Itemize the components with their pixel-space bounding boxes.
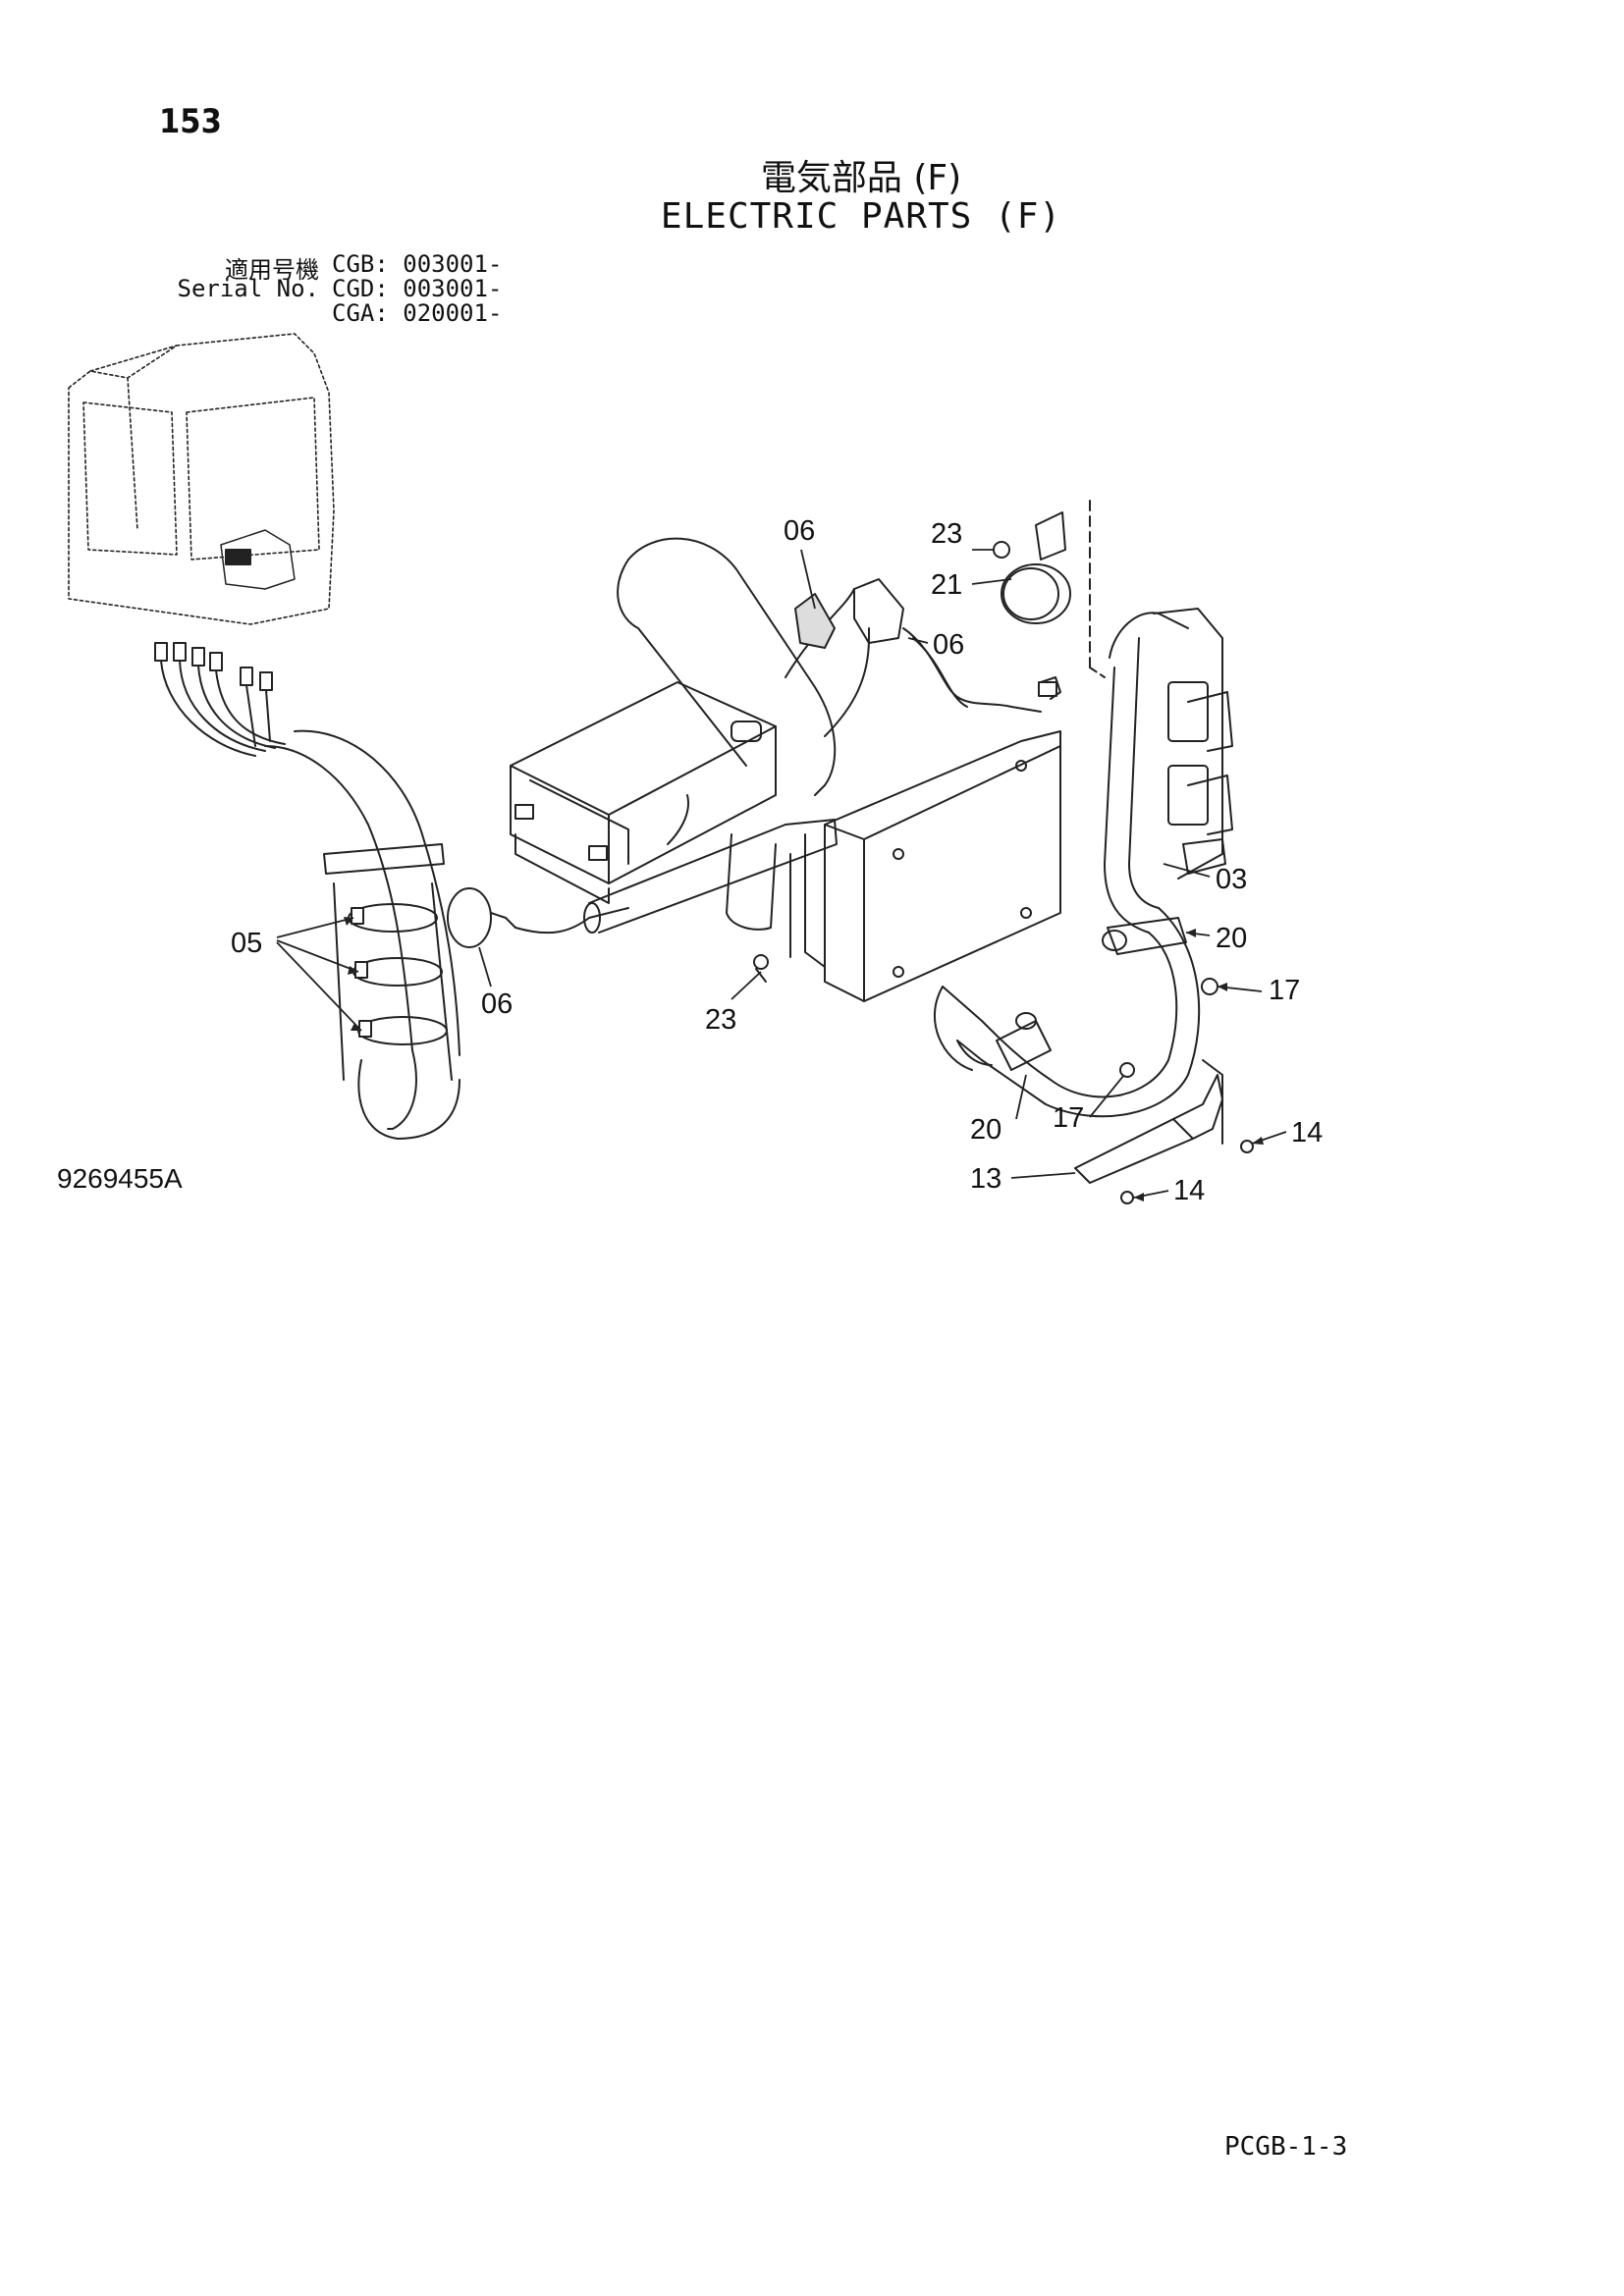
tie-strap-tail	[490, 912, 516, 929]
horn-21	[1001, 500, 1106, 678]
serial-label-en: Serial No.	[177, 275, 320, 302]
bracket-13	[1074, 1059, 1223, 1184]
callout-21: 21	[931, 569, 962, 601]
callout-06-top: 06	[784, 515, 815, 547]
right-harness	[1104, 608, 1233, 934]
cab-controller-highlight	[225, 549, 251, 565]
callout-06-right: 06	[933, 629, 964, 661]
callout-20-bottom: 20	[970, 1114, 1001, 1146]
left-connectors	[154, 642, 286, 757]
bolt-23-top	[993, 541, 1010, 559]
callout-13: 13	[970, 1163, 1001, 1195]
serial-entry-cga: CGA: 020001-	[332, 299, 503, 327]
callout-06-bottom: 06	[481, 988, 513, 1020]
callout-20-right: 20	[1216, 923, 1247, 954]
cab-controller-thumb	[220, 529, 296, 590]
bolts	[753, 954, 1254, 1204]
left-harness-bundle	[264, 729, 460, 1140]
leader-lines	[276, 549, 1287, 1199]
serial-entry-cgd: CGD: 003001-	[332, 275, 503, 302]
title-english: ELECTRIC PARTS (F)	[660, 196, 1062, 237]
bracket-plate	[323, 843, 445, 875]
leader-arrowheads	[344, 917, 1264, 1201]
callout-17-right: 17	[1269, 975, 1300, 1006]
serial-entry-cgb: CGB: 003001-	[332, 250, 503, 278]
upper-conduit	[617, 537, 870, 931]
callout-05: 05	[231, 928, 262, 959]
callout-23-bottom: 23	[705, 1004, 736, 1036]
callout-14-upper: 14	[1291, 1117, 1323, 1148]
lower-conduit	[933, 907, 1201, 1118]
page-number: 153	[159, 102, 222, 141]
top-connectors	[794, 578, 1057, 713]
page-code: PCGB-1-3	[1224, 2132, 1348, 2162]
callout-03: 03	[1216, 864, 1247, 895]
callout-23-top: 23	[931, 518, 962, 550]
clip-bracket	[1040, 676, 1061, 700]
tie-strap-left	[447, 887, 492, 948]
callout-17-bottom: 17	[1053, 1102, 1084, 1134]
connector-lead	[514, 907, 629, 934]
title-japanese: 電気部品 (F)	[760, 158, 962, 198]
cab-thumbnail	[68, 333, 335, 625]
callout-14-lower: 14	[1173, 1175, 1205, 1206]
control-unit-main	[510, 681, 777, 904]
electronic-control-box	[789, 730, 1061, 1002]
drawing-number: 9269455A	[57, 1163, 183, 1194]
serial-label-jp: 適用号機	[225, 256, 319, 284]
